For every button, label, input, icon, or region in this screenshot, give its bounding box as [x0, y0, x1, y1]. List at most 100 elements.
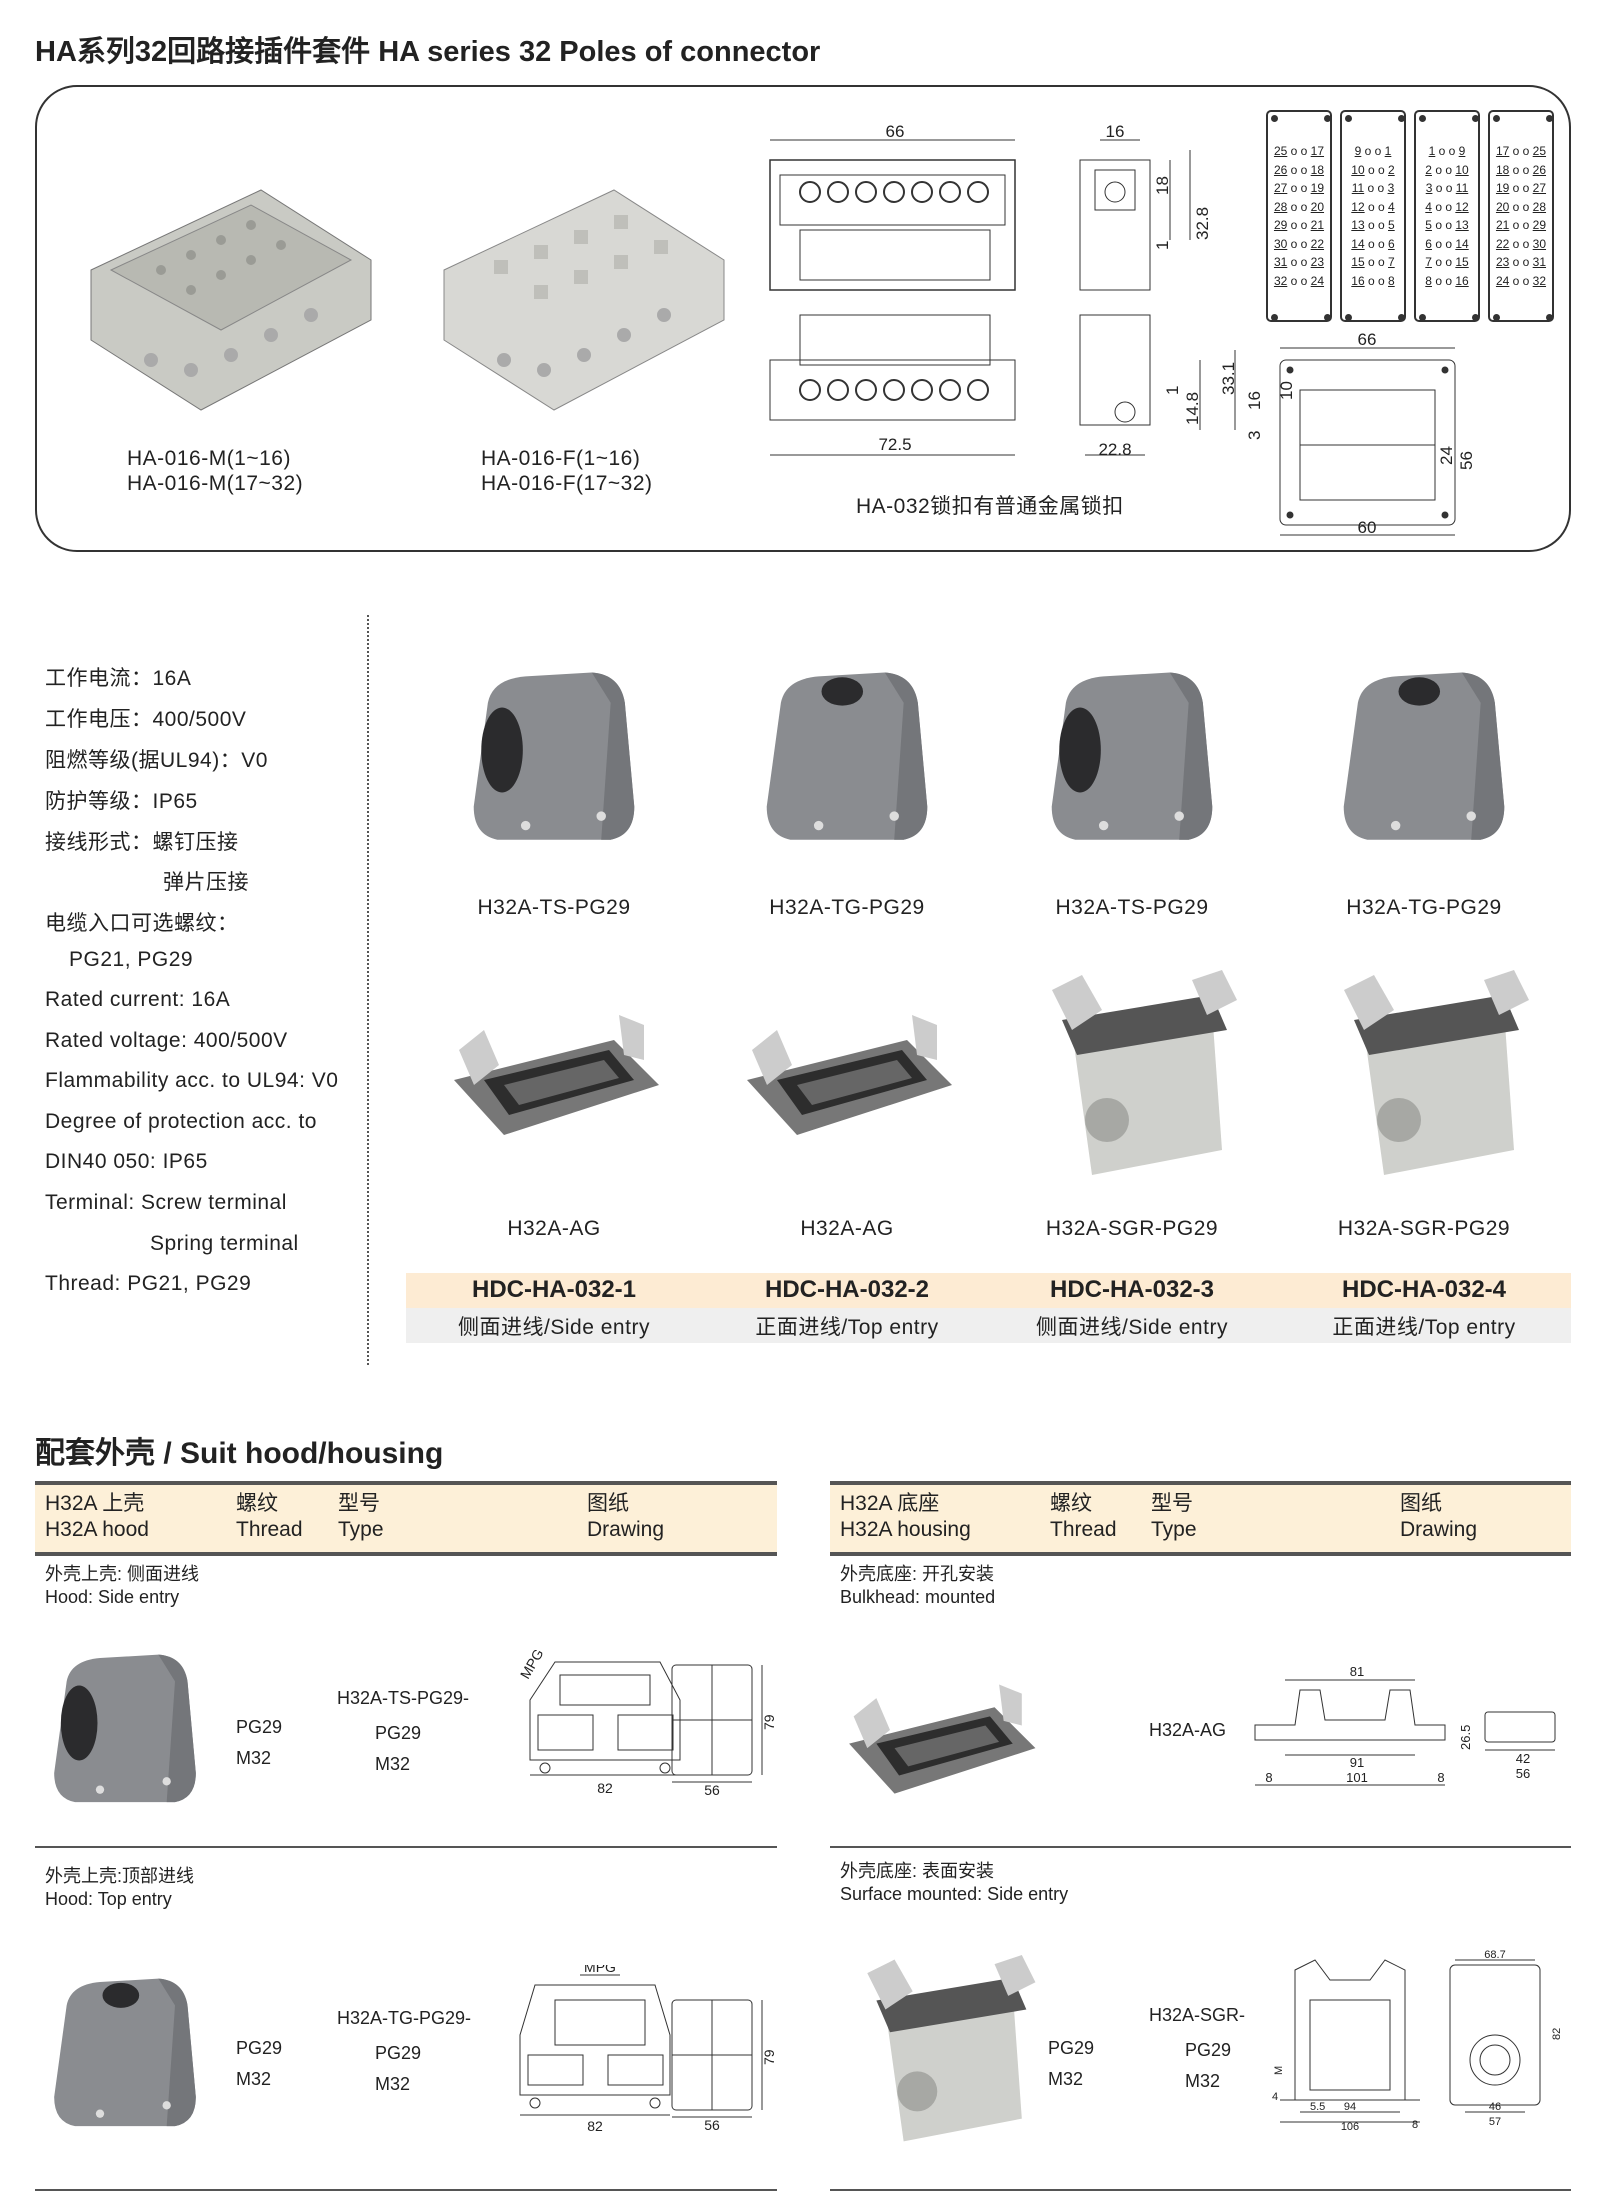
row-divider — [35, 1846, 777, 1848]
header-c3-zh: 型号 — [338, 1492, 380, 1515]
pin-row: 30 o o 22 — [1268, 235, 1330, 254]
pin-number: 4 — [1388, 199, 1395, 214]
pin-number: 30 — [1273, 236, 1288, 251]
thread-value: PG29 — [236, 2038, 283, 2058]
pin-contacts-icon: o o — [1431, 162, 1456, 177]
pin-contacts-icon: o o — [1287, 273, 1311, 288]
pin-row: 26 o o 18 — [1268, 161, 1330, 180]
hood-side-entry-image — [473, 672, 635, 840]
header-c2-en: Thread — [1050, 1518, 1117, 1541]
pin-contacts-icon: o o — [1364, 236, 1389, 251]
cutout-24: 24 — [1437, 446, 1456, 465]
row-subtitle-en: Surface mounted: Side entry — [840, 1884, 1069, 1904]
pin-row: 28 o o 20 — [1268, 198, 1330, 217]
pin-number: 5 — [1425, 218, 1432, 232]
pin-number: 27 — [1532, 181, 1547, 195]
pin-row: 10 o o 2 — [1342, 161, 1404, 180]
pin-contacts-icon: o o — [1431, 199, 1456, 214]
kit-model: HDC-HA-032-1 — [471, 1276, 637, 1303]
pin-number: 24 — [1495, 273, 1510, 288]
pin-row: 32 o o 24 — [1268, 272, 1330, 291]
pin-contacts-icon: o o — [1364, 162, 1389, 177]
cutout-56: 56 — [1457, 451, 1476, 470]
pin-number: 31 — [1532, 255, 1547, 269]
type-value: H32A-TG-PG29- — [337, 2008, 472, 2028]
pin-number: 25 — [1273, 144, 1288, 158]
dim-66: 66 — [886, 122, 905, 141]
kit-model: HDC-HA-032-3 — [1049, 1276, 1215, 1303]
cutout-16: 16 — [1245, 391, 1264, 410]
pin-row: 7 o o 15 — [1416, 253, 1478, 272]
pin-number: 12 — [1351, 199, 1365, 214]
pin-number: 2 — [1388, 162, 1395, 177]
dim-8a: 8 — [1265, 1770, 1272, 1785]
thread-value: M32 — [236, 2069, 272, 2089]
type-option: PG29 — [1185, 2040, 1232, 2060]
spec-line: Rated voltage: 400/500V — [45, 1029, 288, 1052]
pin-number: 6 — [1388, 236, 1395, 251]
pin-number: 26 — [1532, 162, 1547, 177]
pin-number: 7 — [1388, 255, 1395, 269]
pin-number: 15 — [1351, 255, 1365, 269]
pin-number: 14 — [1455, 236, 1469, 251]
pin-row: 9 o o 1 — [1342, 142, 1404, 161]
model-row — [406, 1273, 1571, 1308]
dim-mpg: MPG — [517, 1650, 547, 1682]
pin-mark-icon — [1398, 115, 1405, 122]
pin-number: 19 — [1310, 181, 1325, 195]
spec-line: 工作电流：16A — [45, 667, 192, 690]
kit-model: HDC-HA-032-4 — [1341, 1276, 1507, 1303]
pin-number: 22 — [1495, 236, 1510, 251]
connector-panel — [35, 85, 1571, 552]
dimension-drawings: 66 16 18 32.8 1 72.5 22.8 33.1 14.8 1 — [769, 122, 1238, 459]
type-option: M32 — [375, 1754, 411, 1774]
dim-94: 94 — [1344, 2101, 1356, 2113]
pin-mark-icon — [1271, 115, 1278, 122]
header-c1-zh: H32A 上壳 — [45, 1492, 145, 1515]
spec-line: PG21, PG29 — [69, 948, 194, 971]
dim-56-base: 56 — [1516, 1766, 1530, 1781]
kit-entry: 侧面进线/Side entry — [458, 1316, 650, 1339]
bulkhead-drawing: 81 91 101 8 8 26.5 42 56 — [1254, 1664, 1556, 1786]
male-label-1: HA-016-M(1~16) — [127, 447, 291, 470]
dim-82-top: 82 — [587, 2118, 603, 2134]
pin-mark-icon — [1493, 314, 1500, 321]
header-c3-zh: 型号 — [1151, 1492, 1193, 1515]
row-subtitle-zh: 外壳底座: 开孔安装 — [840, 1564, 995, 1584]
pin-number: 24 — [1310, 273, 1325, 288]
pin-number: 30 — [1532, 236, 1547, 251]
pin-contacts-icon: o o — [1509, 144, 1533, 158]
dim-82: 82 — [597, 1780, 613, 1796]
pin-number: 16 — [1455, 273, 1469, 288]
type-value: H32A-SGR- — [1149, 2005, 1246, 2025]
pin-row: 3 o o 11 — [1416, 179, 1478, 198]
dim-32-8: 32.8 — [1193, 207, 1212, 240]
pin-contacts-icon: o o — [1431, 236, 1456, 251]
row-subtitle-en: Bulkhead: mounted — [840, 1587, 996, 1607]
header-c3-en: Type — [338, 1518, 384, 1541]
pin-row: 18 o o 26 — [1490, 161, 1552, 180]
pin-contacts-icon: o o — [1509, 181, 1533, 195]
thread-value: PG29 — [236, 1717, 283, 1737]
pin-contacts-icon: o o — [1364, 199, 1389, 214]
row-divider — [830, 2189, 1571, 2191]
thread-value: M32 — [1048, 2069, 1084, 2089]
dim-26-5: 26.5 — [1458, 1725, 1473, 1750]
pin-contacts-icon: o o — [1509, 199, 1533, 214]
pin-row: 23 o o 31 — [1490, 253, 1552, 272]
pin-number: 26 — [1273, 162, 1288, 177]
pin-number: 4 — [1425, 199, 1432, 214]
header-c1-zh: H32A 底座 — [840, 1492, 940, 1515]
pin-number: 28 — [1532, 199, 1547, 214]
pin-contacts-icon: o o — [1364, 255, 1389, 269]
hood-top-entry-image — [54, 1978, 196, 2127]
pin-number: 8 — [1388, 273, 1395, 288]
dim-8-s: 8 — [1412, 2119, 1418, 2130]
header-c2-zh: 螺纹 — [236, 1492, 278, 1515]
dim-8b: 8 — [1437, 1770, 1444, 1785]
base-label: H32A-AG — [800, 1217, 894, 1240]
pin-number: 27 — [1273, 181, 1288, 195]
bulkhead-housing-image — [849, 1684, 1036, 1794]
pin-mark-icon — [1271, 314, 1278, 321]
